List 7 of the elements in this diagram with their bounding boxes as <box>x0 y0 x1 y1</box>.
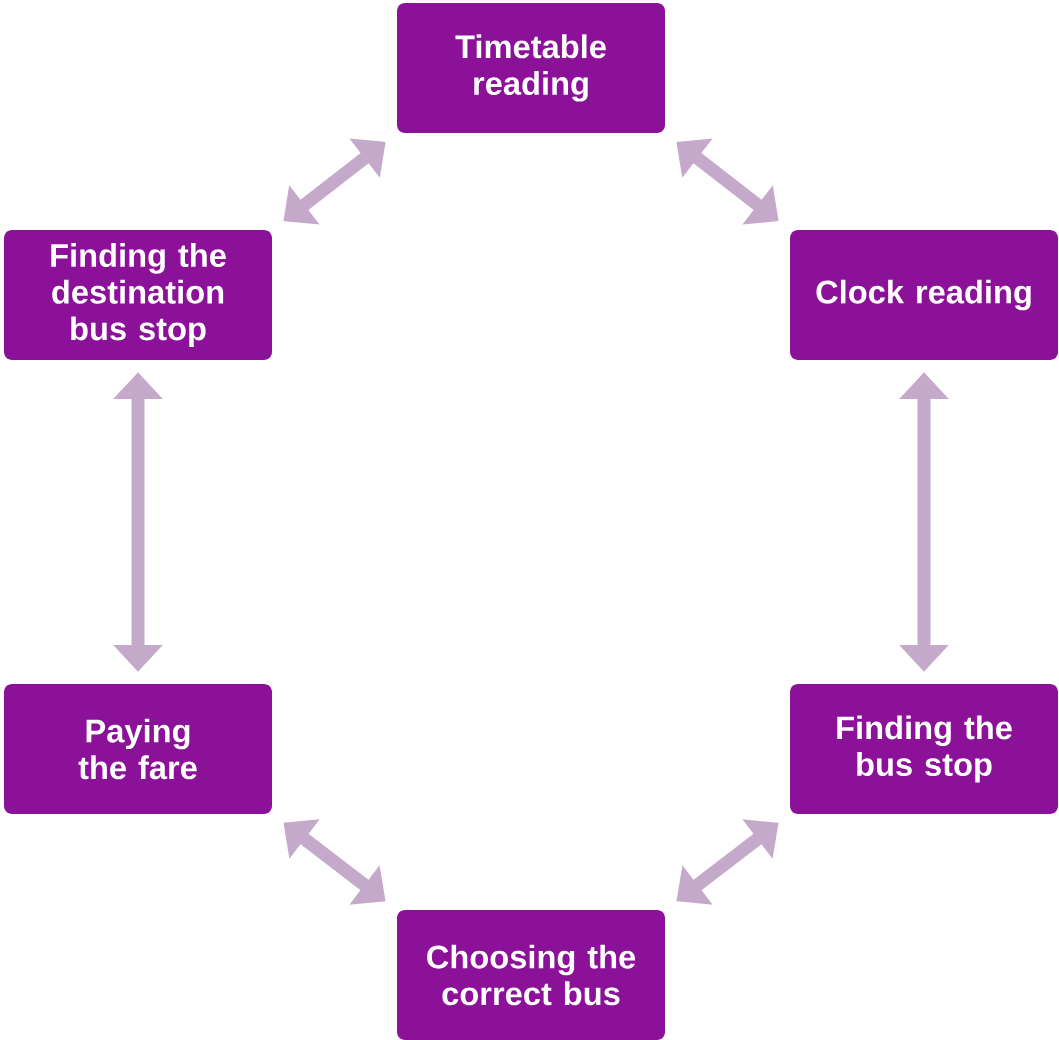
process-box: Paying the fare <box>4 684 272 814</box>
process-box: Finding the destination bus stop <box>4 230 272 360</box>
process-box: Choosing the correct bus <box>397 910 665 1040</box>
process-box: Timetable reading <box>397 3 665 133</box>
process-box: Clock reading <box>790 230 1058 360</box>
process-box: Finding the bus stop <box>790 684 1058 814</box>
double-arrow <box>283 138 386 225</box>
